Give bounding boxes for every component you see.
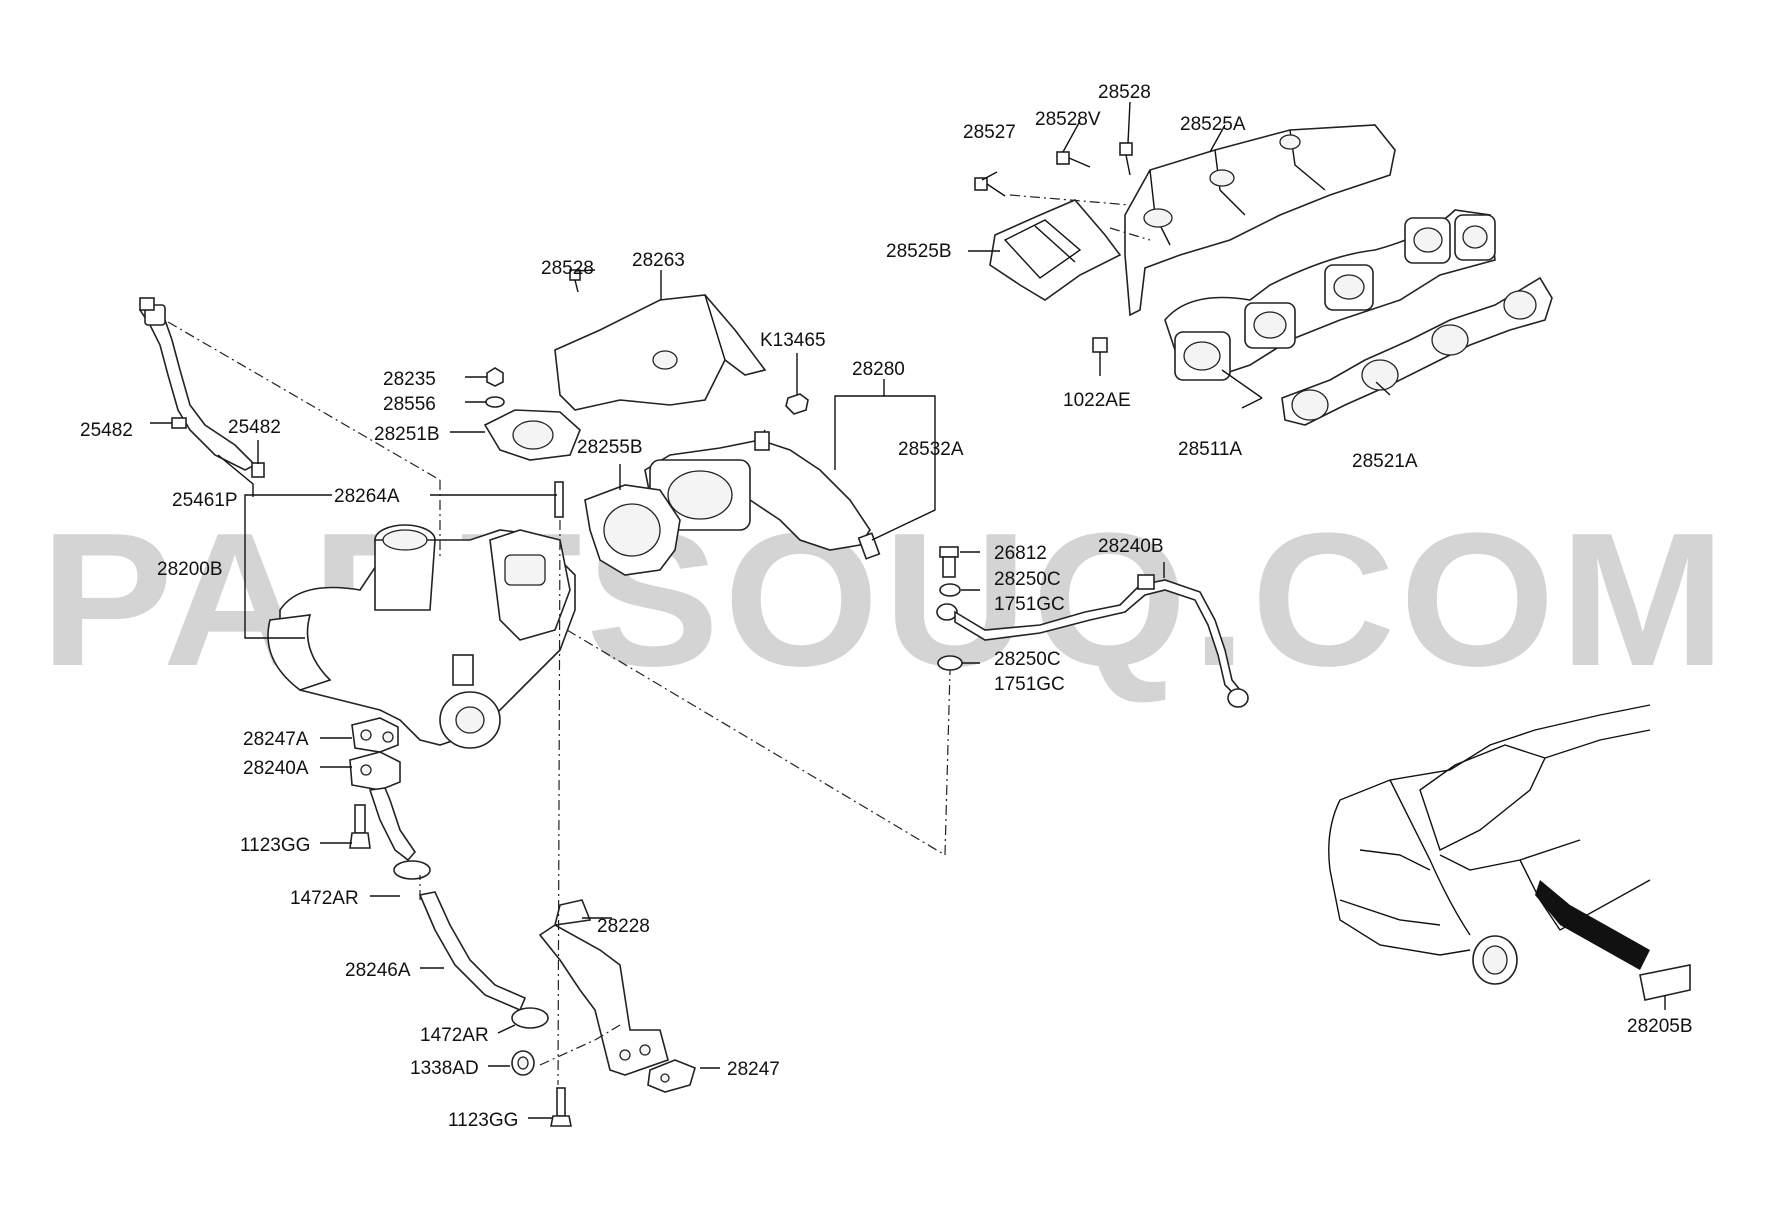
- label-25461P: 25461P: [172, 490, 238, 511]
- part-number-labels: 28528 28528V 28527 28525A 28525B 28263 2…: [80, 82, 1693, 1131]
- bolt-28528V: [1056, 151, 1091, 168]
- bolt-1123GG-2: [550, 1087, 572, 1127]
- washer-28250C-1: [939, 583, 961, 597]
- nut-1338AD: [511, 1050, 535, 1076]
- clip-25482-right: [251, 462, 265, 478]
- hose-clamp-1472AR-2: [511, 1007, 549, 1029]
- label-28528-mid: 28528: [541, 258, 594, 279]
- bolt-28528-top: [1119, 142, 1133, 176]
- label-1022AE: 1022AE: [1063, 390, 1131, 411]
- gasket-28255B: [584, 484, 681, 576]
- turbocharger-28200B: [267, 524, 576, 749]
- nut-K13465: [785, 393, 809, 415]
- bolt-28527: [974, 177, 1006, 197]
- oil-feed-pipe-25461P: [138, 297, 257, 471]
- leader-lines: [150, 101, 1666, 1119]
- label-28247A: 28247A: [243, 729, 309, 750]
- nut-1022AE: [1092, 337, 1108, 353]
- label-28556: 28556: [383, 394, 436, 415]
- oil-pipe-28240B: [936, 574, 1249, 708]
- label-28247: 28247: [727, 1059, 780, 1080]
- label-1338AD: 1338AD: [410, 1058, 479, 1079]
- bracket-28228: [538, 899, 669, 1076]
- oil-return-hose-28246A: [418, 891, 527, 1012]
- label-1123GG-2: 1123GG: [448, 1110, 518, 1131]
- oil-return-flange-28240A: [349, 751, 417, 862]
- bolt-1123GG-1: [349, 804, 371, 849]
- vehicle-location-illustration: [1328, 704, 1691, 1001]
- label-28240B: 28240B: [1098, 536, 1164, 557]
- gasket-28247: [647, 1059, 696, 1093]
- label-28240A: 28240A: [243, 758, 309, 779]
- label-28525B: 28525B: [886, 241, 952, 262]
- bolt-28528-mid: [569, 269, 581, 293]
- label-28525A: 28525A: [1180, 114, 1246, 135]
- label-28511A: 28511A: [1178, 439, 1242, 460]
- label-28264A: 28264A: [334, 486, 400, 507]
- label-28280: 28280: [852, 359, 905, 380]
- label-28228: 28228: [597, 916, 650, 937]
- exhaust-manifold-28511A: [1164, 209, 1496, 381]
- label-1472AR-1: 1472AR: [290, 888, 359, 909]
- stud-28264A: [554, 481, 564, 518]
- nut-28235: [486, 367, 504, 387]
- label-28528-top: 28528: [1098, 82, 1151, 103]
- label-28255B: 28255B: [577, 437, 643, 458]
- heat-shield-28263: [554, 294, 767, 411]
- label-28528V: 28528V: [1035, 109, 1101, 130]
- stud-28532A: [857, 532, 881, 560]
- label-25482-right: 25482: [228, 417, 281, 438]
- gasket-28521A: [1281, 276, 1553, 426]
- bolt-26812: [939, 546, 959, 578]
- gasket-28247A: [351, 717, 399, 753]
- label-1751GC-1: 1751GC: [994, 594, 1065, 615]
- label-1472AR-2: 1472AR: [420, 1025, 489, 1046]
- label-28235: 28235: [383, 369, 436, 390]
- label-28250C-1: 28250C: [994, 569, 1061, 590]
- label-28205B: 28205B: [1627, 1016, 1693, 1037]
- label-26812: 26812: [994, 543, 1047, 564]
- heat-shield-28525B: [989, 199, 1122, 301]
- label-28263: 28263: [632, 250, 685, 271]
- label-1751GC-2: 1751GC: [994, 674, 1065, 695]
- label-K13465: K13465: [760, 330, 826, 351]
- hose-clamp-1472AR-1: [393, 860, 431, 880]
- label-28200B: 28200B: [157, 559, 223, 580]
- clip-25482-left: [171, 417, 187, 429]
- heat-shield-28525A: [1124, 124, 1396, 317]
- label-28246A: 28246A: [345, 960, 411, 981]
- label-28532A: 28532A: [898, 439, 964, 460]
- gasket-28251B: [483, 409, 581, 461]
- washer-28250C-2: [937, 655, 963, 671]
- label-25482-left: 25482: [80, 420, 133, 441]
- label-28251B: 28251B: [374, 424, 440, 445]
- label-28527: 28527: [963, 122, 1016, 143]
- washer-28556: [485, 396, 505, 408]
- label-1123GG-1: 1123GG: [240, 835, 310, 856]
- label-28250C-2: 28250C: [994, 649, 1061, 670]
- label-28521A: 28521A: [1352, 451, 1418, 472]
